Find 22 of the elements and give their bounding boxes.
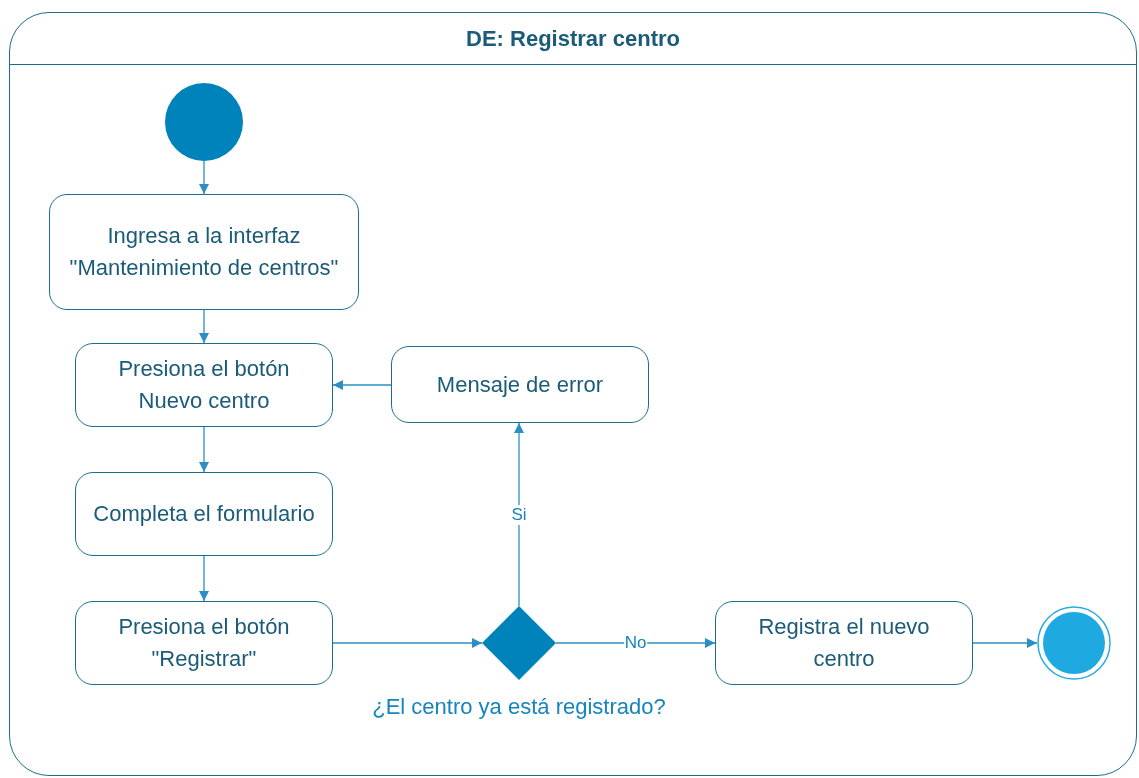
decision-diamond	[482, 606, 556, 680]
arrow	[199, 309, 209, 344]
end-node	[1037, 606, 1111, 680]
arrow	[332, 380, 392, 390]
edge-label: Si	[510, 504, 528, 525]
start-node	[165, 83, 243, 161]
diagram-frame	[9, 12, 1137, 776]
frame-title: DE: Registrar centro	[466, 25, 680, 52]
activity-box: Completa el formulario	[75, 472, 333, 556]
activity-box: Presiona el botón "Registrar"	[75, 601, 333, 685]
decision-question: ¿El centro ya está registrado?	[371, 693, 667, 721]
arrow	[332, 638, 483, 648]
arrow	[514, 422, 524, 607]
arrow	[199, 426, 209, 473]
arrow	[199, 555, 209, 602]
activity-box: Mensaje de error	[391, 346, 649, 423]
arrow	[555, 638, 716, 648]
activity-box: Registra el nuevo centro	[715, 601, 973, 685]
activity-box: Presiona el botón Nuevo centro	[75, 343, 333, 427]
activity-box: Ingresa a la interfaz "Mantenimiento de centros"	[49, 194, 359, 310]
arrow	[972, 638, 1038, 648]
arrow	[199, 160, 209, 195]
